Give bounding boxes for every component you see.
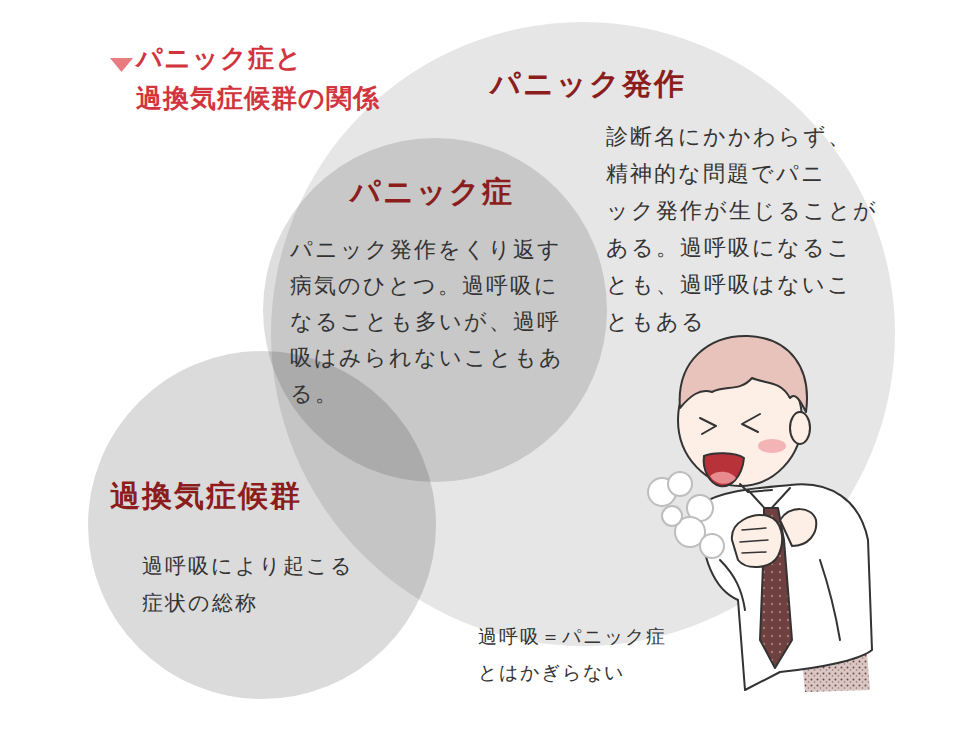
circle-shape: [88, 351, 436, 699]
hand: [780, 509, 816, 546]
circle-heading: パニック発作: [490, 64, 686, 104]
man-figure: [678, 336, 872, 692]
diagram-title: パニック症と 過換気症候群の関係: [136, 38, 436, 118]
eye: [700, 418, 716, 434]
circle-fill: [88, 351, 436, 699]
neck: [740, 484, 772, 492]
eye: [742, 414, 760, 432]
circle-body: 過呼吸により起こる 症状の総称: [142, 548, 392, 622]
finger-lines: [740, 528, 768, 553]
mouth: [704, 453, 744, 486]
shirt-fold: [720, 560, 745, 610]
blush: [758, 439, 786, 453]
title-triangle: [110, 58, 133, 72]
breath-puff: [662, 506, 682, 526]
circle-heading: 過換気症候群: [110, 476, 302, 516]
shirt: [700, 484, 872, 690]
circle-heading: パニック症: [350, 172, 514, 212]
circle-node: 過換気症候群過呼吸により起こる 症状の総称: [88, 351, 436, 699]
tongue: [710, 472, 736, 484]
circle-body: 診断名にかかわらず、 精神的な問題でパニ ック発作が生じることが ある。過呼吸に…: [606, 118, 896, 340]
hair: [680, 336, 807, 412]
note-label: 過呼吸＝パニック症 とはかぎらない: [478, 618, 728, 690]
breath-puff: [700, 534, 724, 558]
circle-body: パニック発作をくり返す 病気のひとつ。過呼吸に なることも多いが、過呼 吸はみら…: [290, 232, 590, 412]
shirt-fold: [820, 560, 840, 640]
ear: [790, 412, 810, 444]
breath-puff: [668, 472, 692, 496]
hand: [732, 515, 782, 567]
breath-puffs: [648, 472, 724, 558]
